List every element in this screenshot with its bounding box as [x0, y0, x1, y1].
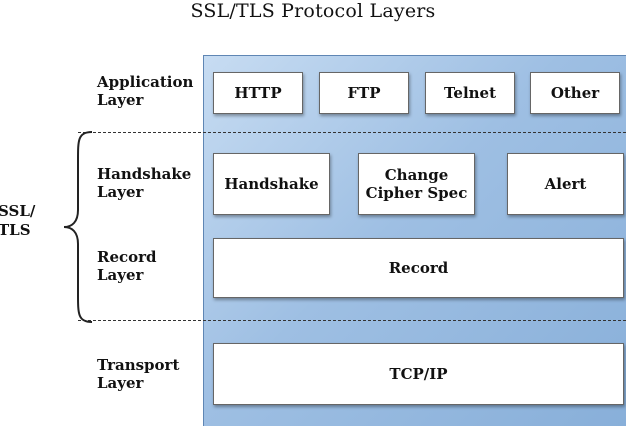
handshake-layer-label-line1: Handshake: [97, 165, 192, 183]
change-cipher-spec-line2: Cipher Spec: [365, 184, 468, 202]
ssl-tls-top-separator: [78, 132, 626, 133]
alert-protocol-box: Alert: [507, 153, 624, 215]
application-layer-label-line1: Application: [97, 73, 194, 91]
diagram-title: SSL/TLS Protocol Layers: [190, 0, 436, 22]
http-box: HTTP: [213, 72, 303, 114]
handshake-layer-label-line2: Layer: [97, 183, 144, 201]
transport-layer-label-line2: Layer: [97, 374, 144, 392]
application-layer-label-line2: Layer: [97, 91, 144, 109]
tcpip-box: TCP/IP: [213, 343, 624, 405]
application-layer-label: Application Layer: [97, 73, 193, 109]
record-layer-label-line1: Record: [97, 248, 157, 266]
ssl-tls-side-label-line1: SSL/: [0, 202, 36, 220]
change-cipher-spec-line1: Change: [384, 166, 449, 184]
ssl-tls-bottom-separator: [78, 320, 626, 321]
record-layer-label: Record Layer: [97, 248, 157, 284]
ssl-tls-brace: [63, 131, 93, 323]
transport-layer-label-line1: Transport: [97, 356, 180, 374]
telnet-box: Telnet: [425, 72, 515, 114]
other-box: Other: [530, 72, 620, 114]
ssl-tls-side-label: SSL/ TLS: [0, 202, 35, 240]
record-protocol-box: Record: [213, 238, 624, 298]
handshake-layer-label: Handshake Layer: [97, 165, 191, 201]
ssl-tls-side-label-line2: TLS: [0, 221, 31, 239]
change-cipher-spec-box: Change Cipher Spec: [358, 153, 475, 215]
transport-layer-label: Transport Layer: [97, 356, 179, 392]
handshake-protocol-box: Handshake: [213, 153, 330, 215]
record-layer-label-line2: Layer: [97, 266, 144, 284]
ftp-box: FTP: [319, 72, 409, 114]
